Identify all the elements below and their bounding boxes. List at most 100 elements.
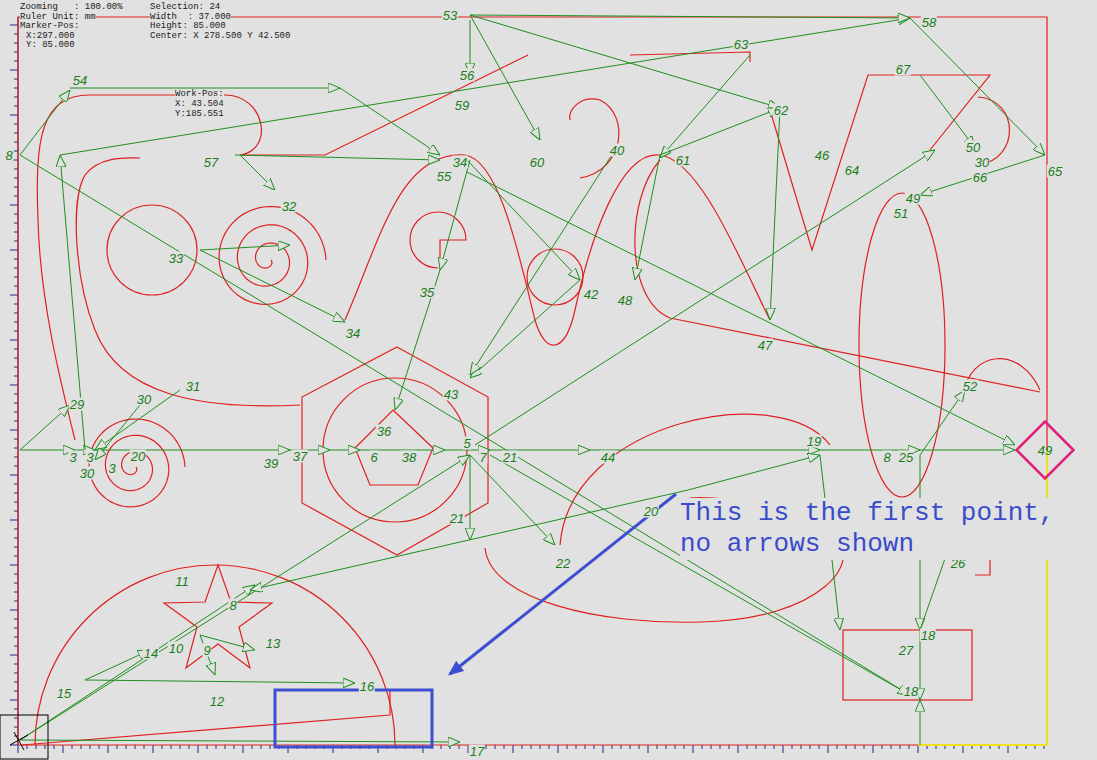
travel-move [235, 155, 440, 160]
ruler-tick [63, 745, 64, 753]
cut-spiral [89, 419, 185, 507]
point-number: 52 [962, 380, 978, 393]
travel-move [200, 635, 215, 675]
ruler-tick [10, 25, 18, 26]
travel-move [20, 585, 255, 740]
travel-move [920, 390, 965, 455]
travel-move [475, 150, 935, 445]
point-number: 18 [903, 685, 919, 698]
point-number: 6 [369, 451, 378, 464]
travel-move [470, 20, 471, 75]
travel-move [660, 55, 750, 158]
cut-path [345, 155, 770, 345]
ruler-tick [10, 430, 18, 431]
travel-move [85, 680, 355, 683]
point-number: 36 [376, 425, 392, 438]
point-number: 44 [600, 451, 616, 464]
cut-spiral [219, 207, 326, 305]
point-number: 10 [168, 642, 184, 655]
cut-ellipse [859, 193, 945, 497]
point-number: 8 [228, 599, 237, 612]
point-number: 34 [452, 156, 468, 169]
point-number: 9 [202, 644, 211, 657]
ruler-tick [153, 745, 154, 753]
cut-arc [410, 212, 466, 268]
point-number: 19 [806, 435, 822, 448]
travel-move [20, 450, 75, 451]
cut-path [76, 158, 300, 406]
point-number: 33 [168, 252, 184, 265]
travel-move [660, 108, 780, 155]
point-number: 25 [898, 451, 914, 464]
status-readout: Work-Pos: [175, 90, 224, 99]
point-number: 38 [401, 451, 417, 464]
travel-move [467, 172, 1015, 445]
point-number: 20 [643, 505, 659, 518]
point-number: 11 [174, 575, 190, 588]
travel-move [470, 15, 910, 18]
ruler-tick [513, 745, 514, 753]
ruler [10, 17, 1044, 753]
point-number: 53 [442, 9, 458, 22]
origin-marker [0, 715, 48, 759]
travel-move [470, 15, 540, 140]
cut-path [37, 55, 528, 440]
point-number: 30 [79, 467, 95, 480]
ruler-tick [10, 385, 18, 386]
travel-move [95, 450, 290, 451]
ruler-tick [10, 475, 18, 476]
ruler-tick [10, 565, 18, 566]
travel-move [20, 405, 70, 450]
travel-move [635, 155, 660, 280]
point-number: 5 [462, 437, 471, 450]
travel-move [340, 88, 440, 155]
ruler-tick [10, 250, 18, 251]
travel-move [20, 740, 460, 742]
marker-diamond: 49 [1015, 420, 1075, 480]
status-readout: Center: X 278.500 Y 42.500 [150, 32, 290, 41]
ruler-tick [693, 745, 694, 753]
travel-move [200, 245, 290, 250]
travel-move [920, 155, 1045, 195]
travel-move [688, 455, 820, 490]
status-readout: X:297.000 [26, 32, 75, 41]
status-readout: Ruler Unit: mm [20, 13, 96, 22]
cut-path [770, 75, 990, 250]
travel-move [60, 18, 910, 155]
ruler-tick [873, 745, 874, 753]
travel-move [85, 650, 150, 680]
cut-spirals [89, 207, 326, 507]
travel-move [20, 455, 470, 740]
travel-move [920, 75, 975, 148]
travel-move [490, 455, 910, 695]
travel-move [920, 450, 1015, 451]
point-number: 65 [1047, 165, 1063, 178]
point-number: 21 [502, 451, 518, 464]
point-number: 46 [814, 149, 830, 162]
travel-move [770, 108, 780, 320]
travel-move [60, 155, 85, 450]
origin-marker [10, 732, 28, 750]
cut-arc [35, 565, 395, 745]
point-number: 57 [203, 156, 219, 169]
point-number: 34 [345, 327, 361, 340]
highlight-box [275, 690, 432, 747]
travel-move [920, 700, 921, 745]
status-readout: X: 43.504 [175, 100, 224, 109]
travel-move [20, 155, 910, 695]
point-number: 42 [583, 288, 599, 301]
point-number: 14 [143, 647, 159, 660]
cut-path [570, 99, 619, 178]
point-number: 50 [965, 141, 981, 154]
ruler-tick [558, 745, 559, 753]
travel-move [200, 250, 345, 322]
point-number: 47 [757, 339, 773, 352]
travel-move [330, 450, 360, 451]
point-number: 59 [454, 99, 470, 112]
point-number: 58 [921, 16, 937, 29]
travel-move [470, 15, 780, 108]
point-number: 67 [895, 63, 911, 76]
travel-move [470, 150, 615, 375]
